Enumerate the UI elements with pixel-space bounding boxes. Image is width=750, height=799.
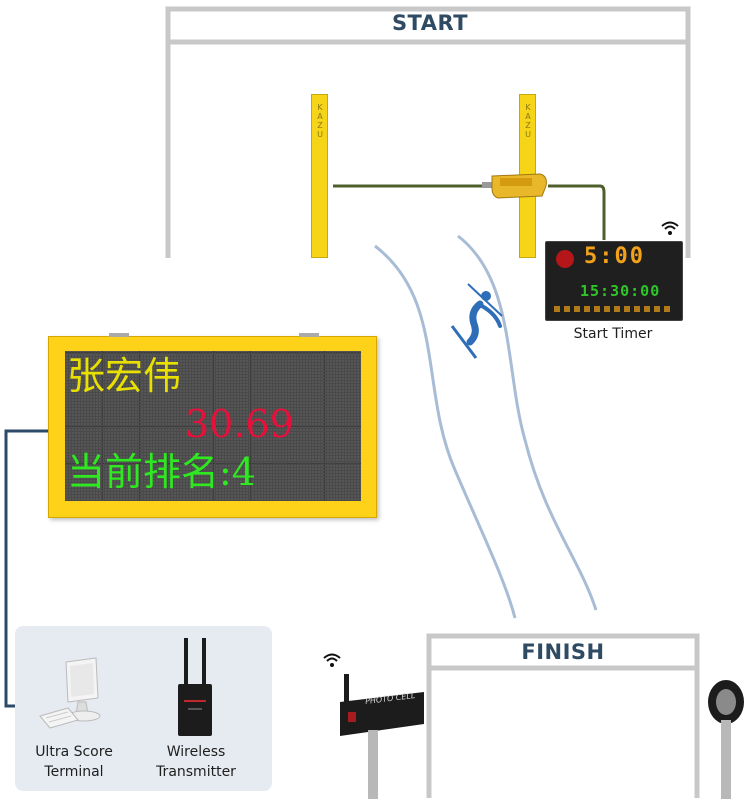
terminal-label-line1: Ultra Score	[35, 744, 113, 760]
timer-cable	[548, 184, 606, 240]
pole-brand-text: KAZU	[523, 103, 533, 139]
board-athlete-name: 张宏伟	[67, 354, 182, 398]
start-gate-frame	[165, 6, 691, 258]
timer-indicator-row	[554, 306, 674, 312]
start-gate-title: START	[391, 11, 469, 35]
transmitter-label-line1: Wireless	[166, 744, 226, 760]
track-line-left	[374, 244, 517, 619]
led-scoreboard: 张宏伟 30.69 当前排名:4	[48, 333, 377, 518]
wireless-transmitter-icon	[178, 638, 212, 736]
terminal-label-line2: Terminal	[44, 764, 104, 780]
terminal-label: Ultra Score Terminal	[24, 742, 124, 782]
board-rank: 当前排名:4	[67, 450, 256, 494]
board-result-time: 30.69	[185, 402, 294, 446]
board-mount	[299, 333, 319, 337]
start-timer-device: 5:00 15:30:00	[545, 241, 683, 321]
finish-gate-title: FINISH	[521, 640, 605, 664]
transmitter-label-line2: Transmitter	[156, 764, 236, 780]
wifi-icon	[661, 221, 679, 235]
pole-brand-text: KAZU	[315, 103, 325, 139]
skier-icon	[450, 283, 503, 359]
timer-light-icon	[556, 250, 574, 268]
transmitter-label: Wireless Transmitter	[146, 742, 246, 782]
control-panel	[15, 626, 272, 791]
start-pole-left: KAZU	[311, 94, 328, 258]
track-line-right	[457, 234, 598, 611]
board-mount	[109, 333, 129, 337]
timer-clock: 15:30:00	[580, 282, 661, 300]
start-timer-label: Start Timer	[573, 326, 653, 342]
terminal-computer-icon	[39, 657, 101, 729]
led-display: 张宏伟 30.69 当前排名:4	[65, 351, 361, 501]
finish-gate-frame	[426, 633, 700, 798]
finish-reflector	[708, 680, 744, 799]
wifi-icon	[323, 653, 341, 667]
finish-photocell-device	[340, 674, 424, 799]
start-photocell-sensor	[482, 173, 547, 199]
timer-countdown: 5:00	[584, 244, 645, 269]
